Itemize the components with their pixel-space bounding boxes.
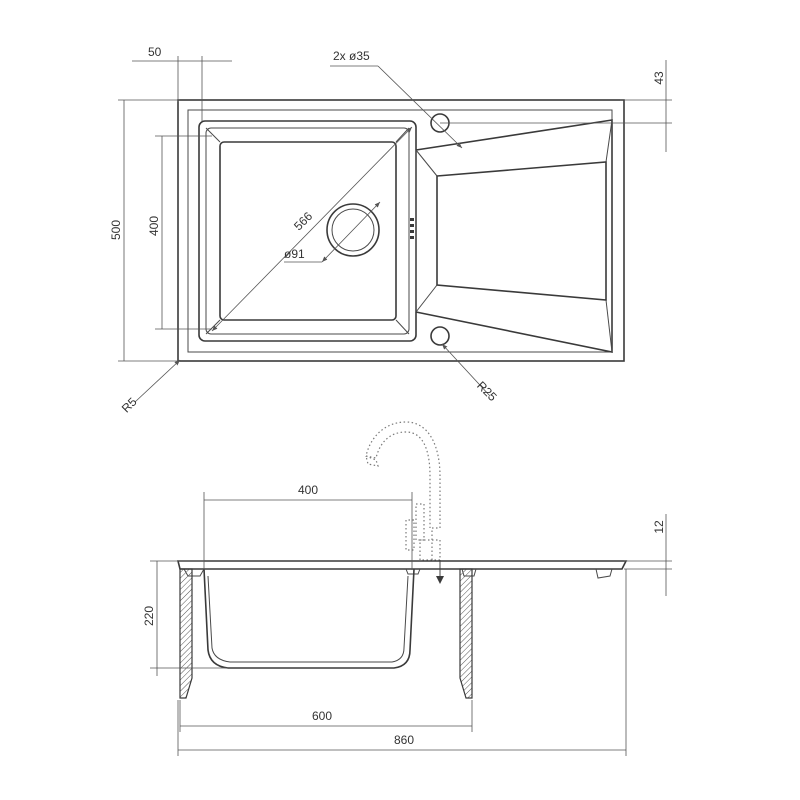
- dim-label-corner-small: R5: [119, 395, 140, 416]
- dim-label-drain: ø91: [284, 247, 305, 261]
- dim-label-corner-large: R25: [474, 378, 500, 404]
- bowl-outer: [198, 120, 417, 342]
- overflow-slot: [410, 218, 414, 239]
- dim-label-holes: 2x ø35: [333, 49, 370, 63]
- dim-label-top-offset: 50: [148, 45, 162, 59]
- dim-label-bowl-depth-top: 400: [147, 216, 161, 236]
- sink-outer-outline: [177, 99, 625, 362]
- cabinet-panel-left: [179, 568, 193, 699]
- dim-label-rim-thickness: 12: [652, 520, 666, 534]
- top-view: [177, 99, 625, 362]
- dim-label-top-margin: 43: [652, 71, 666, 85]
- side-view: [176, 421, 628, 699]
- bowl-chamfer: [395, 127, 410, 143]
- tap-hole-bottom: [430, 326, 450, 346]
- bowl-inner: [219, 141, 397, 321]
- bowl-chamfer: [395, 319, 410, 335]
- dim-label-bowl-height: 220: [142, 606, 156, 626]
- rim-clip: [595, 568, 613, 579]
- drainer-board: [415, 119, 613, 353]
- dim-label-bowl-width-side: 400: [298, 483, 318, 497]
- bowl-chamfer: [205, 127, 221, 143]
- dim-label-cabinet-width: 600: [312, 709, 332, 723]
- cabinet-panel-right: [459, 568, 473, 699]
- side-view-dimensions: 400 12 220 600 860: [142, 483, 672, 756]
- sink-rim-inner: [187, 109, 613, 353]
- dim-label-overall-depth: 500: [109, 220, 123, 240]
- faucet-outline: [365, 421, 441, 561]
- dim-label-overall-width: 860: [394, 733, 414, 747]
- sink-rim-side: [176, 560, 628, 570]
- bowl-side-outer: [203, 568, 415, 669]
- bowl-chamfer: [205, 319, 221, 335]
- bowl-side-inner: [207, 575, 409, 663]
